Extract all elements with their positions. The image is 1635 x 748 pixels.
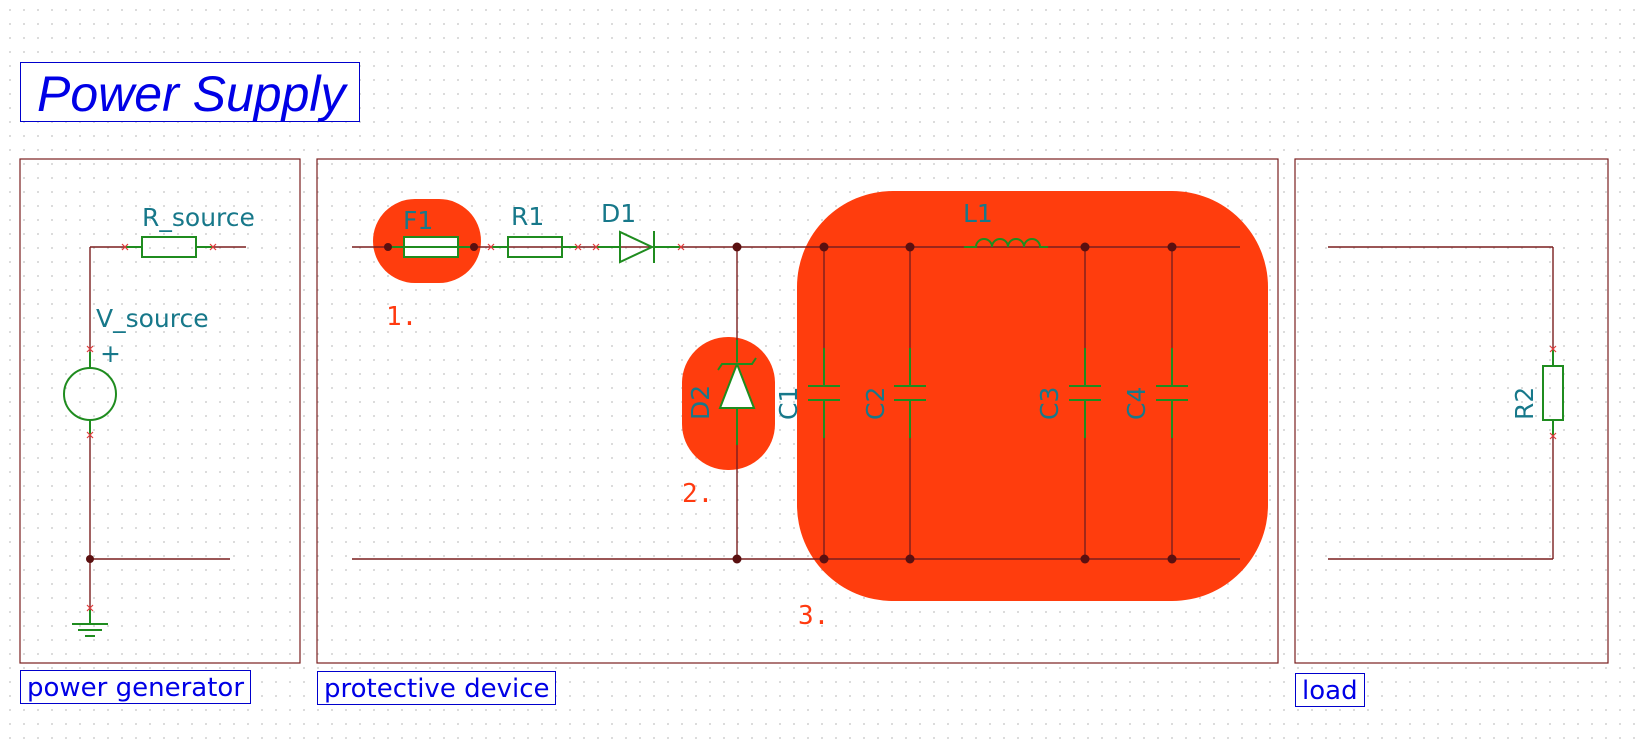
d2-label: D2 [686, 385, 715, 420]
c1-capacitor[interactable] [808, 348, 840, 438]
section-label-load: load [1295, 673, 1365, 707]
v-source-polarity: + [100, 339, 121, 368]
junction-node [86, 555, 94, 563]
annotation-2: 2. [682, 479, 713, 509]
c4-capacitor[interactable] [1156, 348, 1188, 438]
r2-resistor[interactable] [1542, 345, 1564, 440]
d1-label: D1 [601, 199, 636, 228]
c4-label: C4 [1122, 387, 1151, 420]
annotation-3: 3. [798, 601, 829, 631]
c2-label: C2 [861, 387, 890, 420]
title-box: Power Supply [20, 62, 360, 122]
r2-label: R2 [1510, 387, 1539, 420]
frame-protective-device [316, 158, 1279, 664]
c3-label: C3 [1035, 387, 1064, 420]
page-title: Power Supply [37, 66, 346, 122]
annotation-1: 1. [386, 302, 417, 332]
v-source-label: V_source [96, 304, 209, 333]
d2-zener-diode[interactable] [717, 340, 757, 445]
highlight-region-3 [797, 191, 1268, 601]
r1-label: R1 [511, 202, 544, 231]
f1-label: F1 [403, 206, 433, 235]
generator-wires [89, 246, 246, 610]
d1-diode[interactable] [592, 230, 685, 264]
ground-symbol [72, 604, 108, 637]
r-source-label: R_source [142, 203, 255, 232]
load-wires [1328, 246, 1554, 560]
r-source-resistor[interactable] [121, 236, 217, 258]
l1-inductor[interactable] [964, 238, 1048, 248]
c3-capacitor[interactable] [1069, 348, 1101, 438]
frame-power-generator [19, 158, 301, 664]
section-label-protective-device: protective device [317, 671, 557, 705]
junction-nodes [732, 242, 1177, 564]
f1-fuse[interactable] [384, 236, 478, 258]
v-source[interactable] [63, 345, 117, 439]
c2-capacitor[interactable] [894, 348, 926, 438]
r1-resistor[interactable] [487, 236, 582, 258]
l1-label: L1 [963, 199, 993, 228]
c1-label: C1 [774, 387, 803, 420]
section-label-power-generator: power generator [20, 670, 252, 704]
frame-load [1294, 158, 1609, 664]
